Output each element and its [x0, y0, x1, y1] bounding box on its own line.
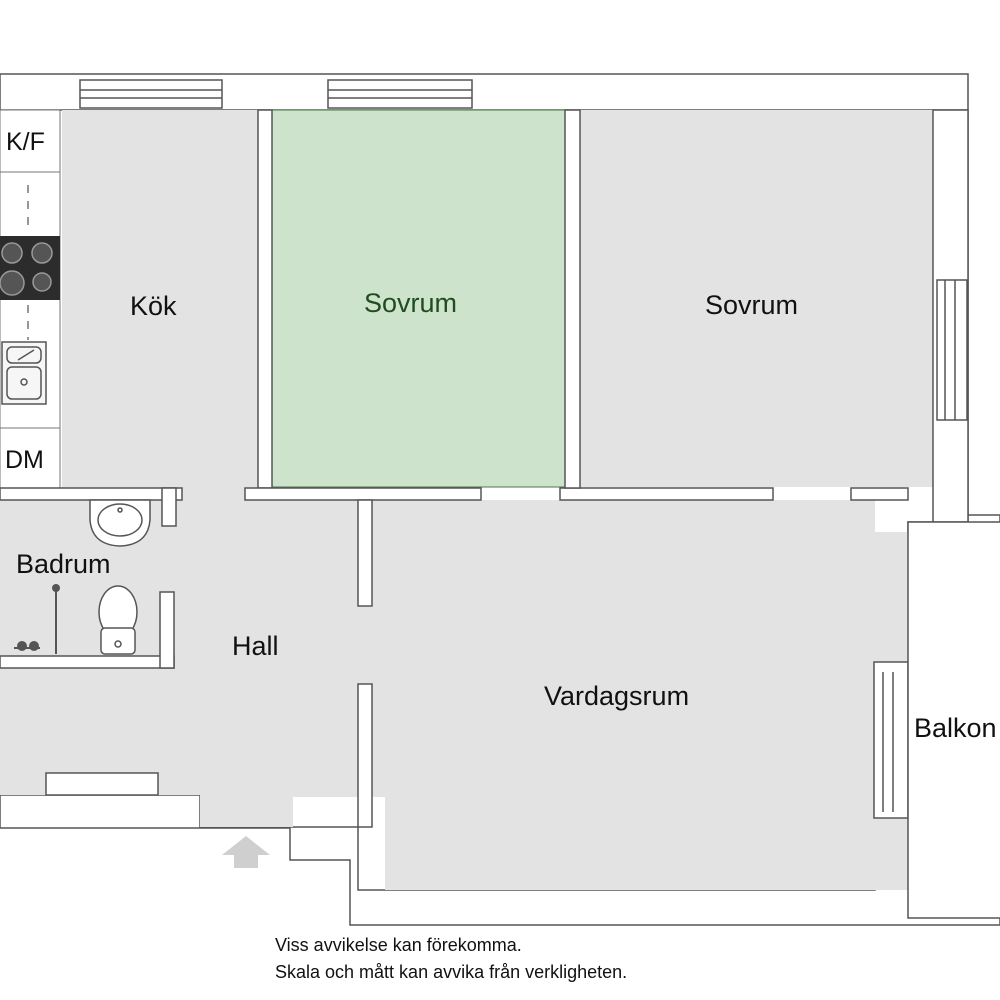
- disclaimer: Viss avvikelse kan förekomma. Skala och …: [275, 932, 627, 986]
- fixture-label-fridge-freezer: K/F: [6, 128, 45, 156]
- room-label-hall: Hall: [232, 631, 279, 661]
- main-floor: [0, 488, 908, 890]
- window-bedroom-right: [936, 279, 968, 421]
- room-label-living-room: Vardagsrum: [544, 681, 689, 711]
- room-label-bathroom: Badrum: [16, 549, 111, 579]
- sink-icon: [1, 341, 47, 405]
- disclaimer-line-2: Skala och mått kan avvika från verklighe…: [275, 962, 628, 982]
- shower-icon: [14, 584, 60, 654]
- bedroom-highlight-floor: [271, 109, 566, 488]
- balcony-area: [907, 521, 1000, 919]
- window-kitchen: [79, 79, 223, 109]
- room-label-bedroom-highlight: Sovrum: [364, 288, 457, 318]
- windows: [79, 79, 968, 819]
- room-label-bedroom-right: Sovrum: [705, 290, 798, 320]
- disclaimer-line-1: Viss avvikelse kan förekomma.: [275, 935, 522, 955]
- entrance-arrow-icon: [222, 836, 270, 868]
- room-label-balcony: Balkon: [914, 713, 997, 743]
- stove-icon: [0, 236, 60, 300]
- window-bedroom-left: [327, 79, 473, 109]
- kitchen-floor: [62, 110, 258, 488]
- window-living: [873, 661, 909, 819]
- hall-closet: [45, 772, 159, 796]
- toilet-icon: [98, 585, 138, 655]
- floor-areas: [0, 109, 933, 890]
- fixture-label-dishwasher: DM: [5, 446, 44, 474]
- room-label-kitchen: Kök: [130, 291, 177, 321]
- washbasin-icon: [89, 499, 151, 547]
- bedroom-right-floor: [580, 110, 933, 487]
